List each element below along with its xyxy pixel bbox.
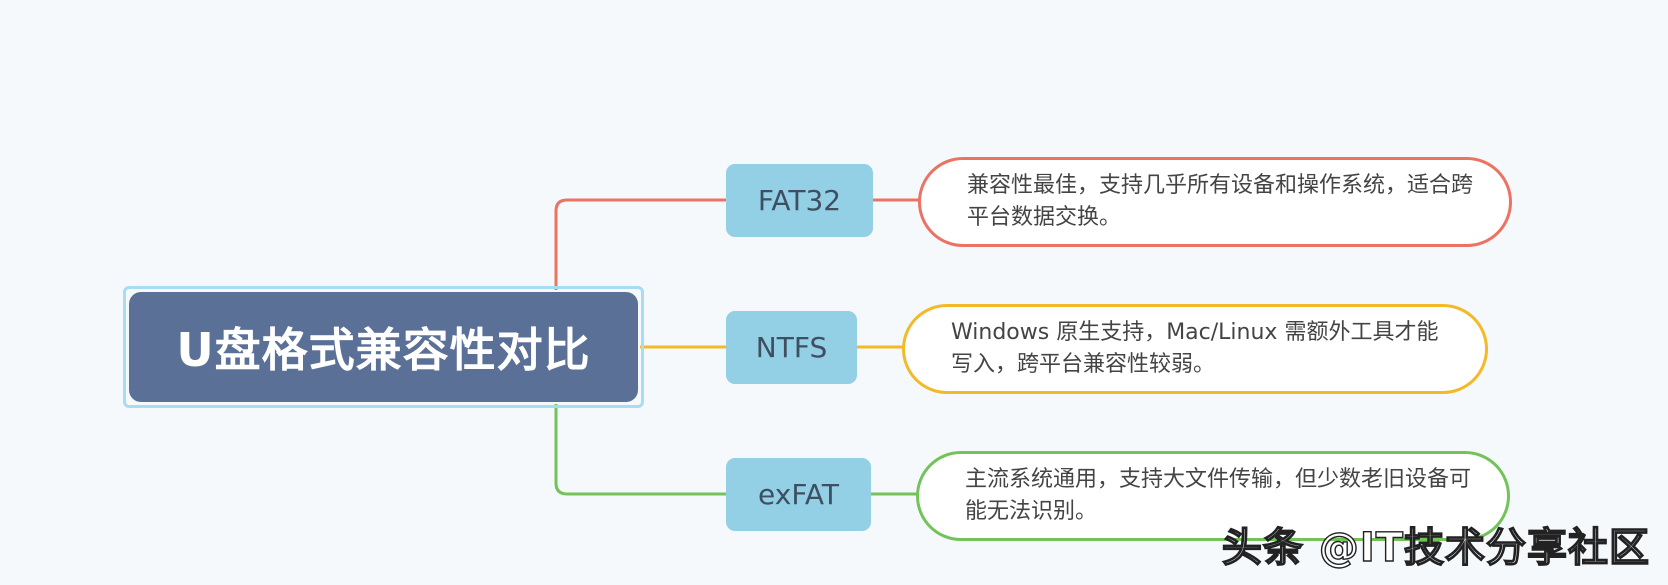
connector-exfat [554, 404, 918, 496]
branch-label: FAT32 [757, 184, 842, 217]
root-topic-label: U盘格式兼容性对比 [176, 323, 591, 377]
leaf-topic-exfat-description[interactable]: 主流系统通用，支持大文件传输，但少数老旧设备可能无法识别。 [916, 451, 1510, 541]
leaf-text: 主流系统通用，支持大文件传输，但少数老旧设备可能无法识别。 [965, 467, 1472, 524]
leaf-text: Windows 原生支持，Mac/Linux 需额外工具才能写入，跨平台兼容性较… [951, 320, 1439, 377]
watermark-text: 头条 @IT技术分享社区 [1221, 524, 1650, 571]
branch-topic-ntfs[interactable]: NTFS [726, 311, 857, 384]
branch-label: exFAT [758, 478, 839, 511]
root-topic-selection-frame [123, 286, 644, 408]
root-topic[interactable]: U盘格式兼容性对比 [129, 292, 638, 402]
branch-label: NTFS [755, 331, 828, 364]
branch-topic-fat32[interactable]: FAT32 [726, 164, 873, 237]
leaf-text: 兼容性最佳，支持几乎所有设备和操作系统，适合跨平台数据交换。 [967, 173, 1474, 230]
leaf-topic-ntfs-description[interactable]: Windows 原生支持，Mac/Linux 需额外工具才能写入，跨平台兼容性较… [902, 304, 1488, 394]
leaf-topic-fat32-description[interactable]: 兼容性最佳，支持几乎所有设备和操作系统，适合跨平台数据交换。 [918, 157, 1512, 247]
connector-fat32 [554, 198, 922, 290]
branch-topic-exfat[interactable]: exFAT [726, 458, 871, 531]
